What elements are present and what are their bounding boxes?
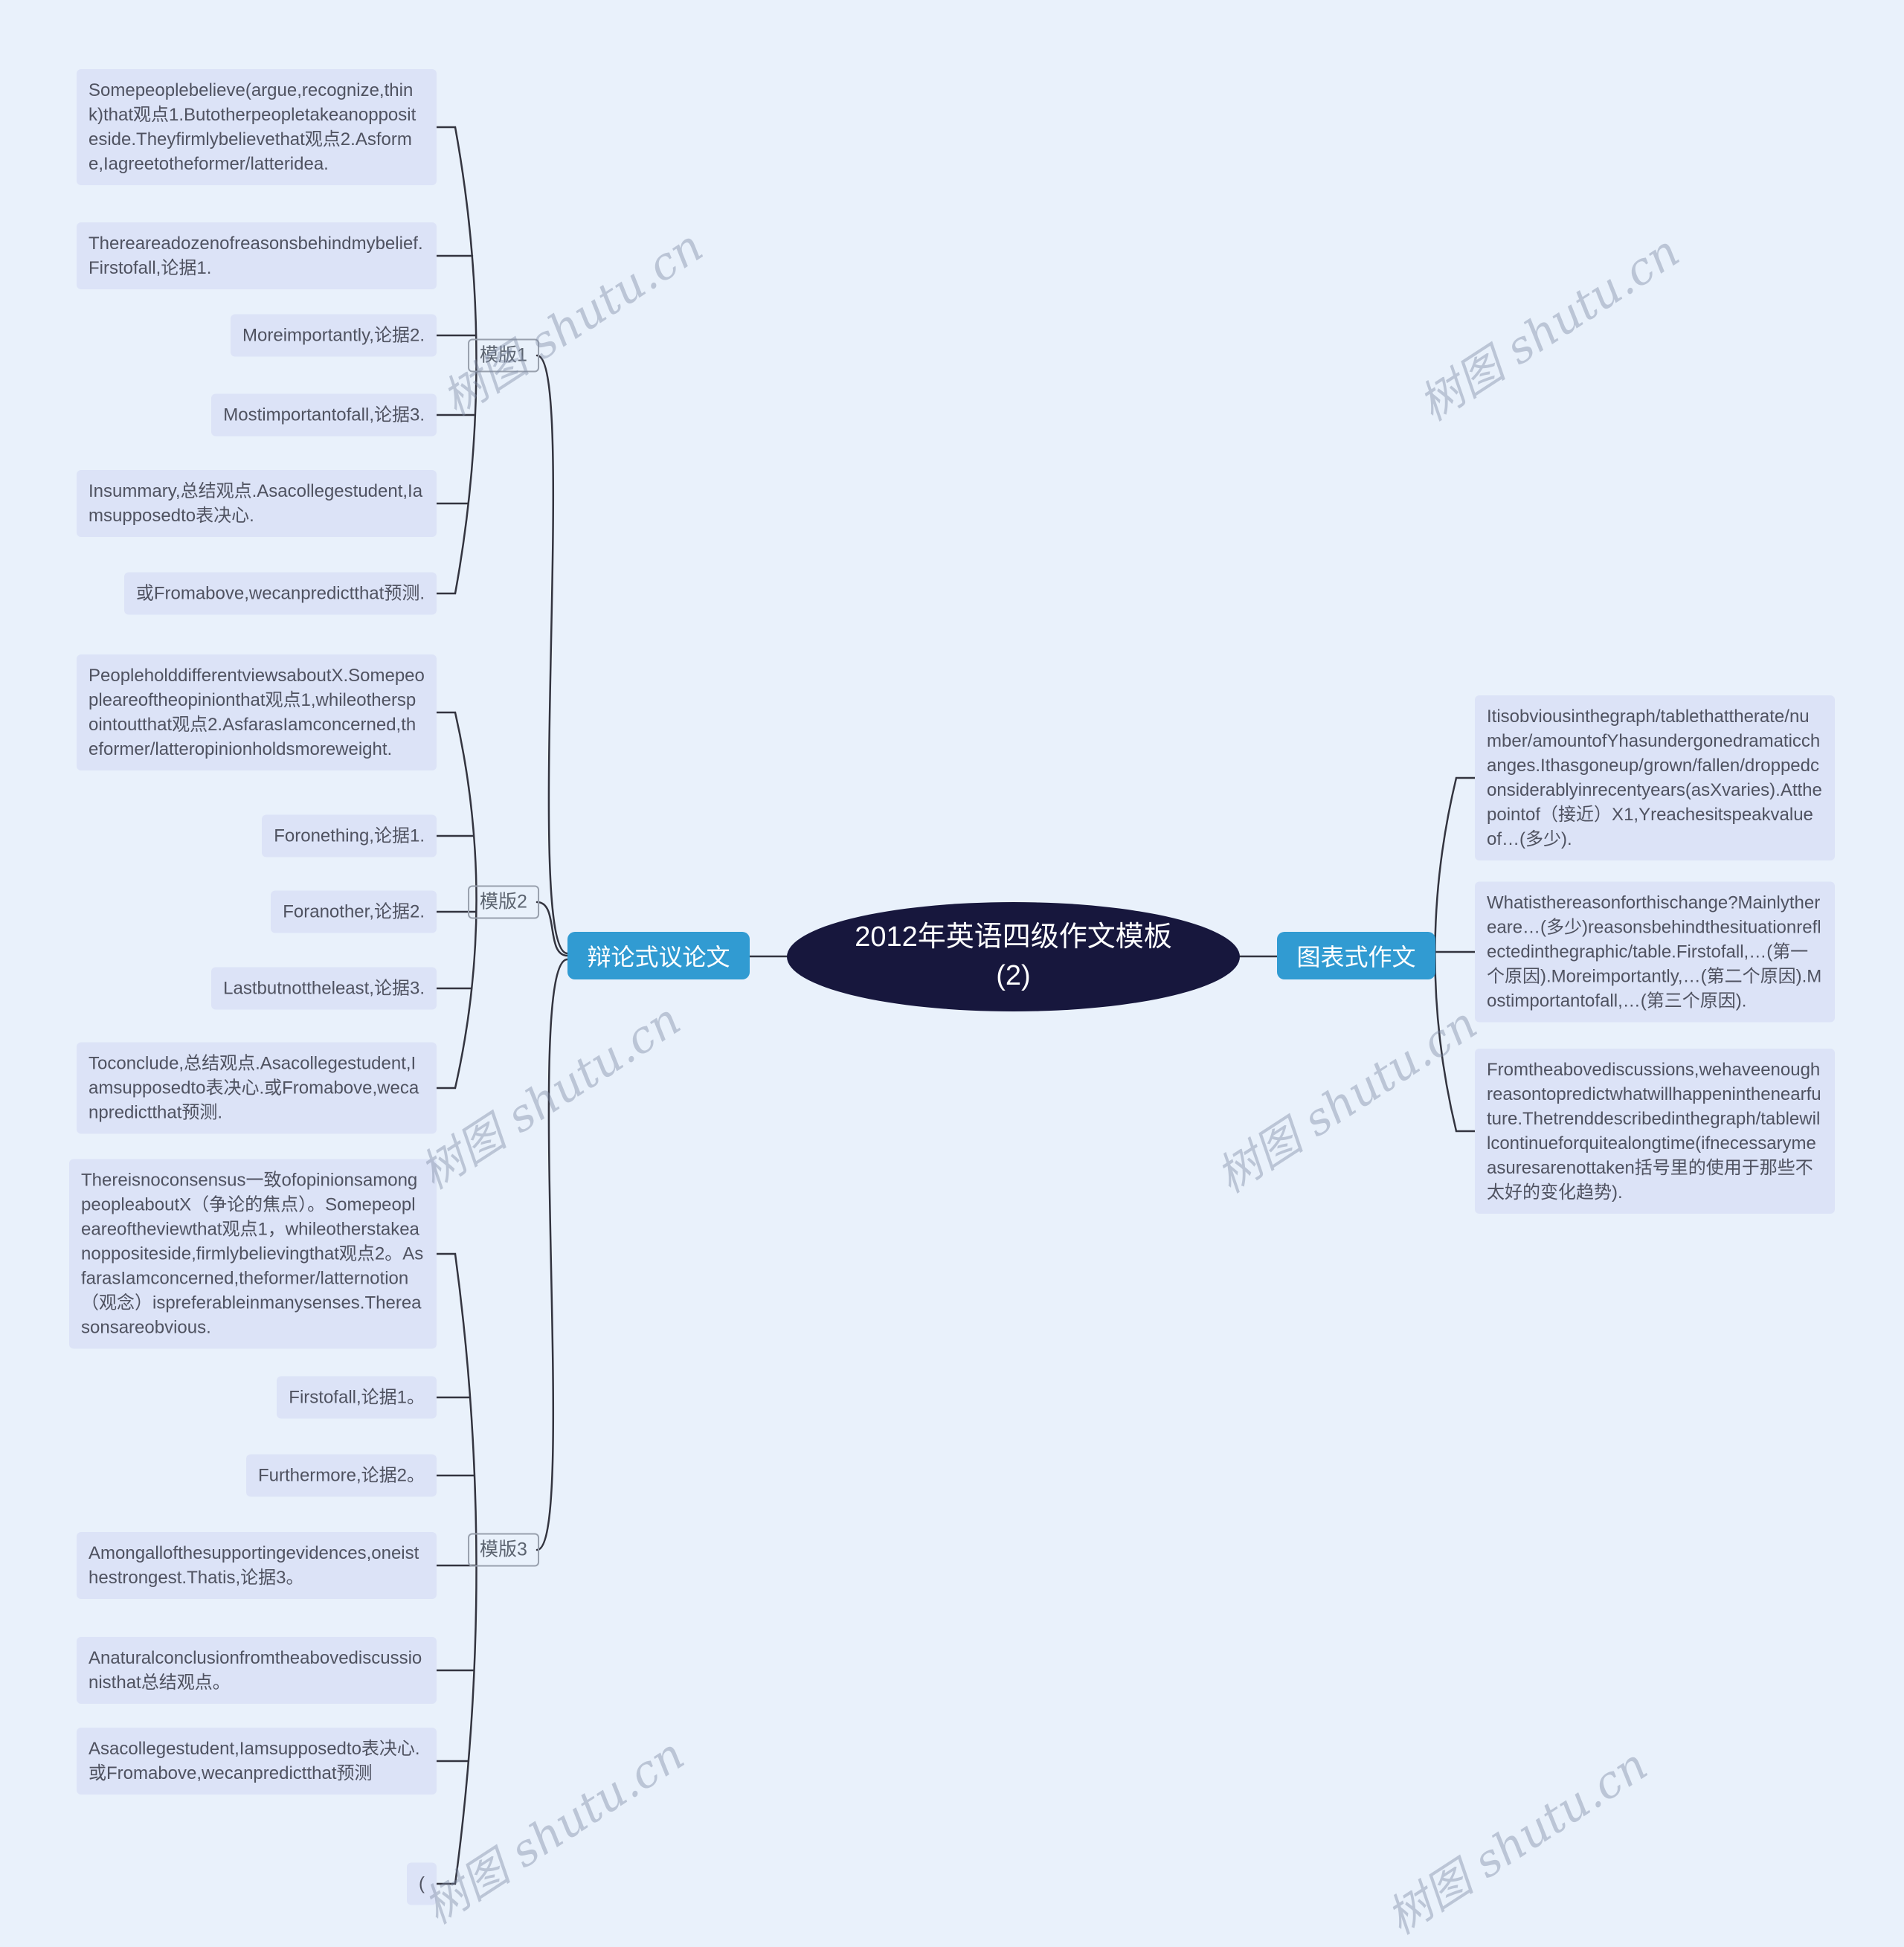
t3-leaf-2[interactable]: Furthermore,论据2。 <box>245 1454 437 1497</box>
chart-leaf-1[interactable]: Whatisthereasonforthischange?Mainlythere… <box>1475 881 1835 1023</box>
root-title-line1: 2012年英语四级作文模板 <box>855 921 1172 953</box>
root-node[interactable]: 2012年英语四级作文模板 (2) <box>787 902 1240 1011</box>
connector-bracket-template2 <box>435 711 477 1090</box>
root-title-line2: (2) <box>996 959 1031 991</box>
template3-node[interactable]: 模版3 <box>468 1533 539 1567</box>
t3-leaf-6[interactable]: ( <box>407 1862 437 1905</box>
t1-leaf-3[interactable]: Mostimportantofall,论据3. <box>211 393 437 437</box>
t2-leaf-3[interactable]: Lastbutnottheleast,论据3. <box>211 967 437 1010</box>
t1-leaf-2[interactable]: Moreimportantly,论据2. <box>231 314 437 357</box>
t1-leaf-0[interactable]: Somepeoplebelieve(argue,recognize,think)… <box>77 69 437 185</box>
chart-leaf-0[interactable]: Itisobviousinthegraph/tablethattherate/n… <box>1475 695 1835 860</box>
branch-node-chart-essay[interactable]: 图表式作文 <box>1277 932 1435 979</box>
t2-leaf-0[interactable]: PeopleholddifferentviewsaboutX.Somepeopl… <box>77 654 437 770</box>
t3-leaf-1[interactable]: Firstofall,论据1。 <box>277 1376 437 1419</box>
t2-leaf-4[interactable]: Toconclude,总结观点.Asacollegestudent,Iamsup… <box>77 1042 437 1134</box>
t2-leaf-2[interactable]: Foranother,论据2. <box>271 890 437 933</box>
branch-node-debate-essay[interactable]: 辩论式议论文 <box>567 932 750 979</box>
template2-node[interactable]: 模版2 <box>468 885 539 919</box>
t3-leaf-4[interactable]: Anaturalconclusionfromtheabovediscussion… <box>77 1637 437 1704</box>
t3-leaf-0[interactable]: Thereisnoconsensus一致ofopinionsamongpeopl… <box>69 1159 437 1349</box>
template1-node[interactable]: 模版1 <box>468 338 539 373</box>
t1-leaf-5[interactable]: 或Fromabove,wecanpredictthat预测. <box>123 572 437 615</box>
t2-leaf-1[interactable]: Foronething,论据1. <box>262 814 437 857</box>
t1-leaf-4[interactable]: Insummary,总结观点.Asacollegestudent,Iamsupp… <box>77 470 437 537</box>
t3-leaf-5[interactable]: Asacollegestudent,Iamsupposedto表决心.或From… <box>77 1728 437 1795</box>
connector-branch-to-templates <box>536 354 569 1551</box>
connector-bracket-template3 <box>435 1252 477 1885</box>
t1-leaf-1[interactable]: Thereareadozenofreasonsbehindmybelief.Fi… <box>77 222 437 289</box>
connector-bracket-chart <box>1434 776 1476 1133</box>
connector-bracket-template1 <box>435 126 477 595</box>
chart-leaf-2[interactable]: Fromtheabovediscussions,wehaveenoughreas… <box>1475 1049 1835 1214</box>
t3-leaf-3[interactable]: Amongallofthesupportingevidences,oneisth… <box>77 1532 437 1599</box>
